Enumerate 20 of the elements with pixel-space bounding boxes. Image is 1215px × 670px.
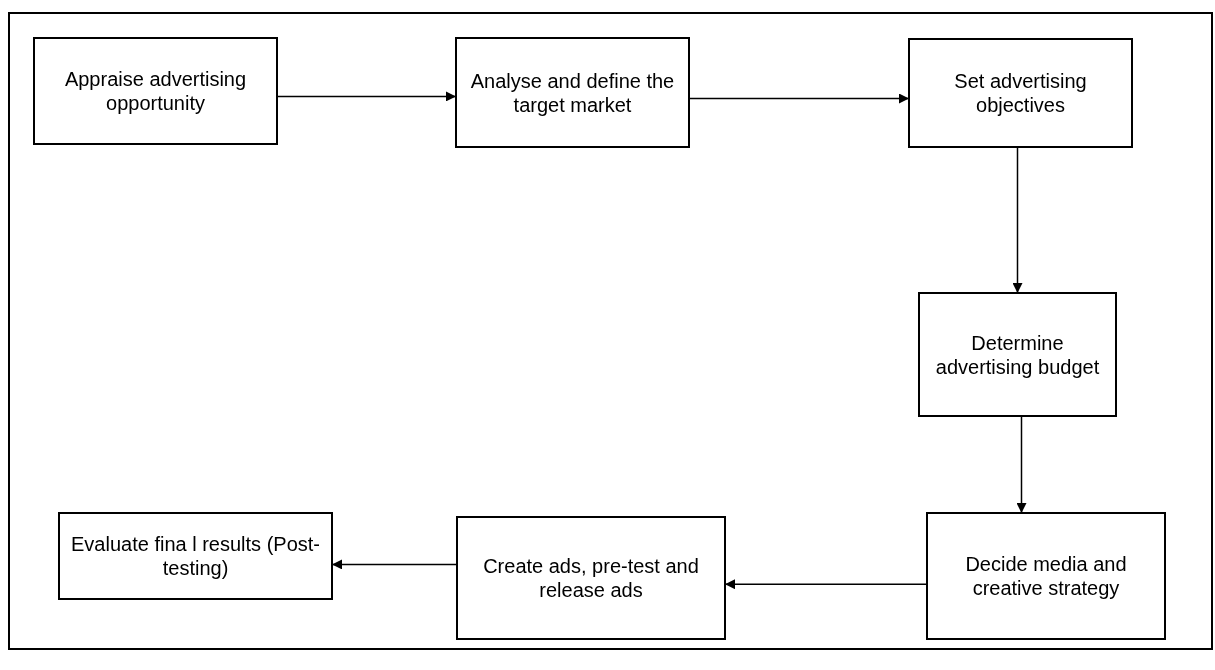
step-text: Analyse and define the target market [469,68,676,117]
arrow [277,91,456,102]
process-box [908,38,1133,148]
step-text: Appraise advertising opportunity [63,67,248,115]
arrow [725,579,927,590]
step-text: Decide media and creative strategy [964,552,1128,600]
step-text: Determine advertising budget [934,330,1101,379]
process-box [33,37,278,145]
step-text: Evaluate fina l results (Post-testing) [70,532,321,580]
arrow [1012,147,1023,293]
step-text: Set advertising objectives [953,69,1088,117]
step-text: Create ads, pre-test and release ads [482,554,700,602]
arrow [1016,416,1027,513]
process-box [926,512,1166,640]
process-box [918,292,1117,417]
process-box [455,37,690,148]
process-box [456,516,726,640]
arrow [332,559,457,570]
process-box [58,512,333,600]
arrow [689,93,909,104]
